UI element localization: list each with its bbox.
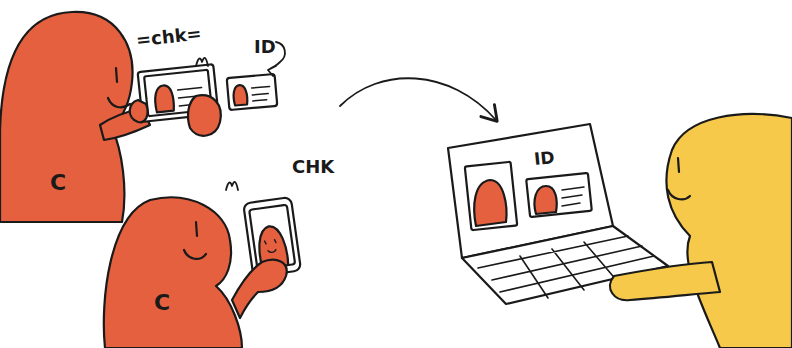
- person-body: [104, 197, 242, 348]
- person-hand: [232, 260, 287, 318]
- card-photo: [154, 85, 175, 113]
- person-eye: [196, 222, 197, 236]
- card-lines: [252, 86, 271, 101]
- small-id-card: [227, 74, 278, 110]
- screen-person: [474, 180, 506, 226]
- handwritten-note: =chk=: [135, 25, 202, 50]
- card-photo: [233, 84, 248, 105]
- person-body: [666, 114, 792, 348]
- person-arm: [610, 262, 720, 300]
- reviewer-person: [610, 114, 792, 348]
- screen-label: ID: [533, 149, 555, 168]
- handwritten-note: CHK: [292, 158, 334, 176]
- screen-id-card: [526, 173, 592, 217]
- flow-arrow: [340, 78, 496, 120]
- person-eye: [678, 158, 679, 172]
- person-with-card: [0, 12, 285, 222]
- person-eye: [116, 68, 117, 82]
- screen-id-photo: [534, 186, 556, 214]
- person-with-phone: [104, 182, 301, 348]
- person-hand: [130, 100, 148, 122]
- shirt-letter: C: [154, 292, 170, 314]
- screen-photo: [465, 162, 517, 230]
- person-smile: [184, 250, 206, 259]
- person-hand: [188, 95, 221, 135]
- shirt-letter: C: [50, 172, 66, 194]
- card-lines: [562, 187, 584, 206]
- sparkle-mark: [226, 182, 238, 190]
- card-outline: [227, 74, 278, 110]
- sparkle-mark: [196, 58, 208, 66]
- person-smile: [108, 98, 130, 107]
- selfie-face: [265, 240, 278, 254]
- person-smile: [668, 190, 690, 199]
- handwritten-note: ID: [254, 38, 276, 56]
